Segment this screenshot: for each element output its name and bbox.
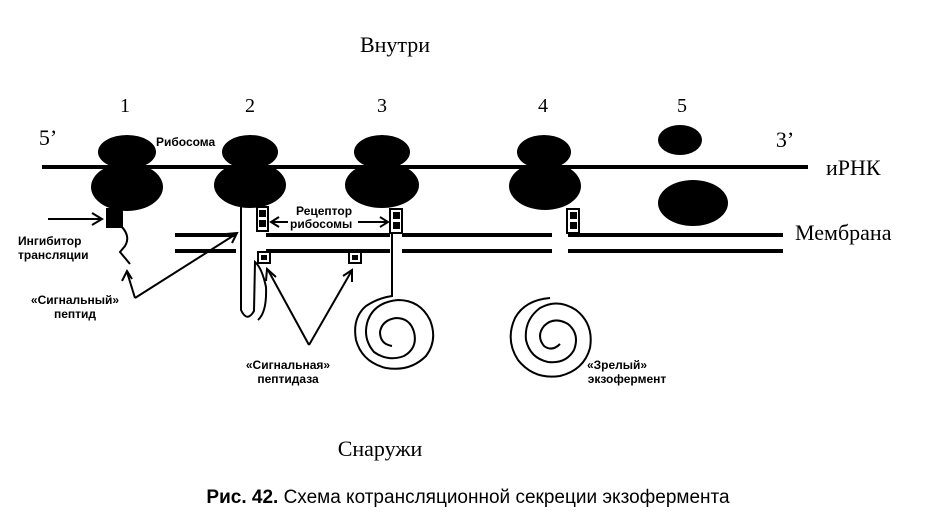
ribosome-3 <box>345 135 419 208</box>
ribosome-2 <box>214 135 286 208</box>
ribosome-5-large-subunit <box>658 180 728 226</box>
mrna-label: иРНК <box>826 155 881 180</box>
ribosome-2-large-subunit <box>214 162 286 208</box>
signal-peptidase-arrows <box>265 266 353 346</box>
stage-number-2: 2 <box>245 95 255 117</box>
three-prime-label: 3’ <box>776 127 794 152</box>
ribosome-4-small-subunit <box>517 135 571 169</box>
nascent-peptide-2 <box>240 205 268 321</box>
ribosome-1-small-subunit <box>98 135 156 169</box>
secreted-chain-3 <box>354 233 435 370</box>
translation-inhibitor <box>106 208 123 228</box>
membrane <box>175 233 783 253</box>
ribosome-4-large-subunit <box>509 162 581 210</box>
inhibitor-arrow <box>48 212 104 226</box>
outside-label: Снаружи <box>338 436 423 461</box>
stage-number-3: 3 <box>377 95 387 117</box>
inside-label: Внутри <box>360 32 430 57</box>
ribosome-2-small-subunit <box>222 135 278 169</box>
mature-exoenzyme-coil <box>509 297 592 378</box>
mature-exoenzyme-label-line-1: «Зрелый» <box>587 358 647 372</box>
receptor-label-line-2: рибосомы <box>290 217 352 231</box>
membrane-label: Мембрана <box>795 220 892 245</box>
stage-number-5: 5 <box>677 95 687 117</box>
stage-number-4: 4 <box>538 95 548 117</box>
five-prime-label: 5’ <box>39 125 57 150</box>
ribosome-receptor-4 <box>566 208 580 234</box>
figure-caption-number: Рис. 42. <box>206 487 278 508</box>
ribosome-4 <box>509 135 581 210</box>
ribosome-receptor-2 <box>256 206 269 232</box>
ribosome-receptor-3 <box>389 208 403 234</box>
ribosome-5-small-subunit <box>658 125 702 155</box>
figure-caption: Рис. 42. Схема котрансляционной секреции… <box>206 487 730 508</box>
receptor-arrows <box>269 216 390 228</box>
ribosome-1-large-subunit <box>91 163 163 211</box>
signal-peptide-arrows <box>121 231 239 299</box>
ribosome-5-dissociated <box>658 125 728 226</box>
signal-peptide-label-line-1: «Сигнальный» <box>31 293 120 307</box>
stage-number-1: 1 <box>120 95 130 117</box>
signal-peptidase-1 <box>257 251 271 264</box>
nascent-peptide-1 <box>118 206 131 265</box>
ribosome-3-large-subunit <box>345 162 419 208</box>
ribosome-3-small-subunit <box>354 135 410 169</box>
inhibitor-label-line-2: трансляции <box>18 248 89 262</box>
signal-peptide-label-line-2: пептид <box>54 307 96 321</box>
signal-peptidase-label-line-2: пептидаза <box>257 372 319 386</box>
figure-caption-text: Схема котрансляционной секреции экзоферм… <box>278 487 730 508</box>
ribosome-1 <box>91 135 163 211</box>
signal-peptidase-2 <box>348 251 362 264</box>
inhibitor-label-line-1: Ингибитор <box>18 234 81 248</box>
mature-exoenzyme-label-line-2: экзофермент <box>588 372 667 386</box>
receptor-label-line-1: Рецептор <box>296 204 352 218</box>
signal-peptidase-label-line-1: «Сигнальная» <box>246 358 331 372</box>
ribosome-label: Рибосома <box>156 135 216 149</box>
